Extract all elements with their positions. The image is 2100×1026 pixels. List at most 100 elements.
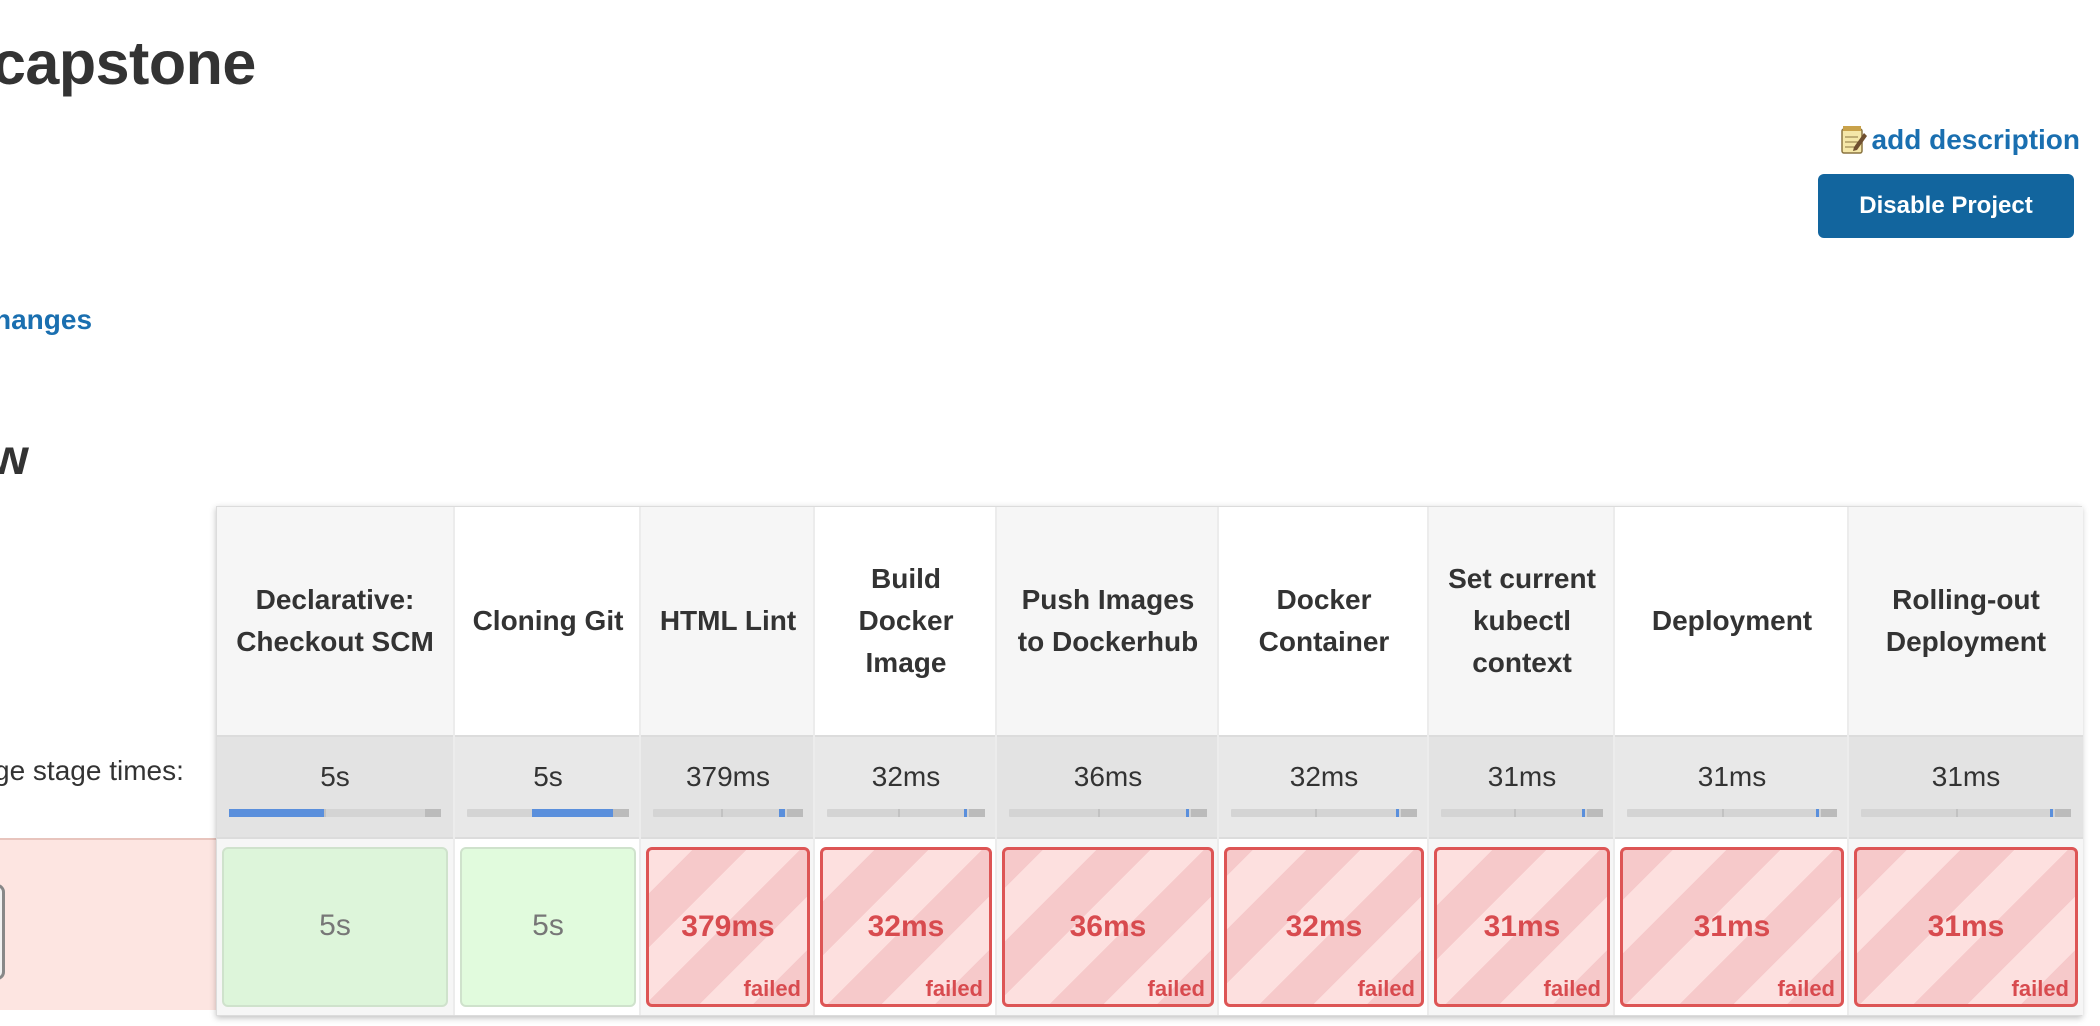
stage-average-progress-bar — [1627, 809, 1837, 817]
stage-average-time: 31ms — [1931, 761, 2001, 792]
stage-cell-status: failed — [2011, 976, 2069, 1001]
stage-cell-status: failed — [925, 976, 983, 1001]
stage-average-progress-bar — [229, 809, 441, 817]
stage-cell-failed[interactable]: 32ms failed — [1224, 847, 1424, 1007]
stage-cell-success[interactable]: 5s — [222, 847, 448, 1007]
stage-average: 32ms — [815, 735, 997, 839]
stage-header: Docker Container — [1258, 584, 1390, 657]
job-title: capstone — [0, 29, 256, 97]
stage-average-time: 32ms — [871, 761, 941, 792]
progress-tick — [1514, 809, 1516, 817]
stage-average: 379ms — [641, 735, 815, 839]
build-row-background — [0, 838, 216, 1010]
stage-average: 5s — [455, 735, 641, 839]
stage-cell-duration: 31ms — [1693, 910, 1771, 943]
stage-average-time: 32ms — [1289, 761, 1359, 792]
progress-end-cap — [787, 809, 803, 817]
stage-average-progress-fill — [779, 809, 785, 817]
stage-average-progress-fill — [229, 809, 324, 817]
stage-cell-duration: 31ms — [1483, 910, 1561, 943]
stage-view-title: w — [0, 429, 29, 485]
progress-end-cap — [2055, 809, 2071, 817]
stage-column: Cloning Git 5s 5s — [453, 507, 641, 1015]
stage-cell-failed[interactable]: 31ms failed — [1854, 847, 2078, 1007]
stage-average-progress-fill — [532, 809, 613, 817]
stage-header: Deployment — [1651, 605, 1813, 636]
progress-end-cap — [1587, 809, 1603, 817]
stage-average-progress-fill — [1582, 809, 1585, 817]
stage-average-progress-bar — [467, 809, 629, 817]
stage-cell-duration: 32ms — [867, 910, 945, 943]
stage-average-time: 31ms — [1697, 761, 1767, 792]
stage-cell-duration: 379ms — [681, 910, 775, 943]
stage-average-time: 36ms — [1073, 761, 1143, 792]
stage-average-progress-bar — [1009, 809, 1207, 817]
stage-average: 31ms — [1849, 735, 2083, 839]
stage-average-progress-bar — [653, 809, 803, 817]
stage-column: Deployment 31ms 31ms failed — [1613, 507, 1849, 1015]
stage-header: Cloning Git — [472, 605, 624, 636]
stage-column: Set current kubectl context 31ms 31ms faile… — [1427, 507, 1615, 1015]
stage-cell-duration: 5s — [532, 909, 564, 942]
progress-end-cap — [1191, 809, 1207, 817]
stage-average: 31ms — [1615, 735, 1849, 839]
stage-header: HTML Lint — [659, 605, 797, 636]
stage-column: Rolling-out Deployment 31ms 31ms failed — [1847, 507, 2083, 1015]
changes-link[interactable]: hanges — [0, 304, 93, 335]
stage-average-progress-bar — [1441, 809, 1603, 817]
stage-cell-success[interactable]: 5s — [460, 847, 636, 1007]
stage-cell-status: failed — [1543, 976, 1601, 1001]
stage-average-progress-bar — [1861, 809, 2071, 817]
stage-average-progress-bar — [1231, 809, 1417, 817]
disable-project-button[interactable]: Disable Project — [1818, 174, 2074, 238]
stage-average-progress-fill — [1816, 809, 1819, 817]
stage-column: Push Images to Dockerhub 36ms 36ms failed — [995, 507, 1219, 1015]
stage-header: Rolling-out Deployment — [1885, 584, 2047, 657]
progress-tick — [721, 809, 723, 817]
progress-end-cap — [969, 809, 985, 817]
stage-average: 31ms — [1429, 735, 1615, 839]
stage-average-progress-fill — [1396, 809, 1399, 817]
stage-column: Docker Container 32ms 32ms failed — [1217, 507, 1429, 1015]
stage-average-time: 5s — [320, 761, 350, 792]
stage-header: Set current kubectl context — [1448, 563, 1596, 678]
progress-tick — [1315, 809, 1317, 817]
stage-cell-failed[interactable]: 379ms failed — [646, 847, 810, 1007]
stage-cell-status: failed — [1777, 976, 1835, 1001]
stage-average-progress-fill — [964, 809, 967, 817]
stage-column: HTML Lint 379ms 379ms failed — [639, 507, 815, 1015]
progress-tick — [324, 809, 326, 817]
average-stage-times-label: ge stage times: — [0, 755, 184, 786]
stage-cell-status: failed — [1147, 976, 1205, 1001]
progress-end-cap — [613, 809, 629, 817]
stage-cell-duration: 32ms — [1285, 910, 1363, 943]
stage-cell-duration: 5s — [319, 909, 351, 942]
notepad-pencil-icon — [1840, 126, 1867, 154]
stage-average: 36ms — [997, 735, 1219, 839]
stage-cell-failed[interactable]: 32ms failed — [820, 847, 992, 1007]
stage-cell-duration: 36ms — [1069, 910, 1147, 943]
stage-header: Push Images to Dockerhub — [1017, 584, 1199, 657]
stage-cell-failed[interactable]: 31ms failed — [1620, 847, 1844, 1007]
add-description-link[interactable]: add description — [1840, 124, 2080, 156]
stage-cell-duration: 31ms — [1927, 910, 2005, 943]
stage-cell-status: failed — [1357, 976, 1415, 1001]
build-badge[interactable] — [0, 884, 5, 980]
stage-average-time: 379ms — [685, 761, 771, 792]
stage-cell-failed[interactable]: 36ms failed — [1002, 847, 1214, 1007]
progress-tick — [1722, 809, 1724, 817]
stage-average-progress-fill — [1186, 809, 1189, 817]
progress-tick — [1098, 809, 1100, 817]
stage-cell-failed[interactable]: 31ms failed — [1434, 847, 1610, 1007]
progress-tick — [898, 809, 900, 817]
stage-average-progress-bar — [827, 809, 985, 817]
stage-average: 32ms — [1219, 735, 1429, 839]
stage-average-time: 31ms — [1487, 761, 1557, 792]
stage-average: 5s — [217, 735, 453, 839]
stage-cell-status: failed — [743, 976, 801, 1001]
progress-end-cap — [1821, 809, 1837, 817]
